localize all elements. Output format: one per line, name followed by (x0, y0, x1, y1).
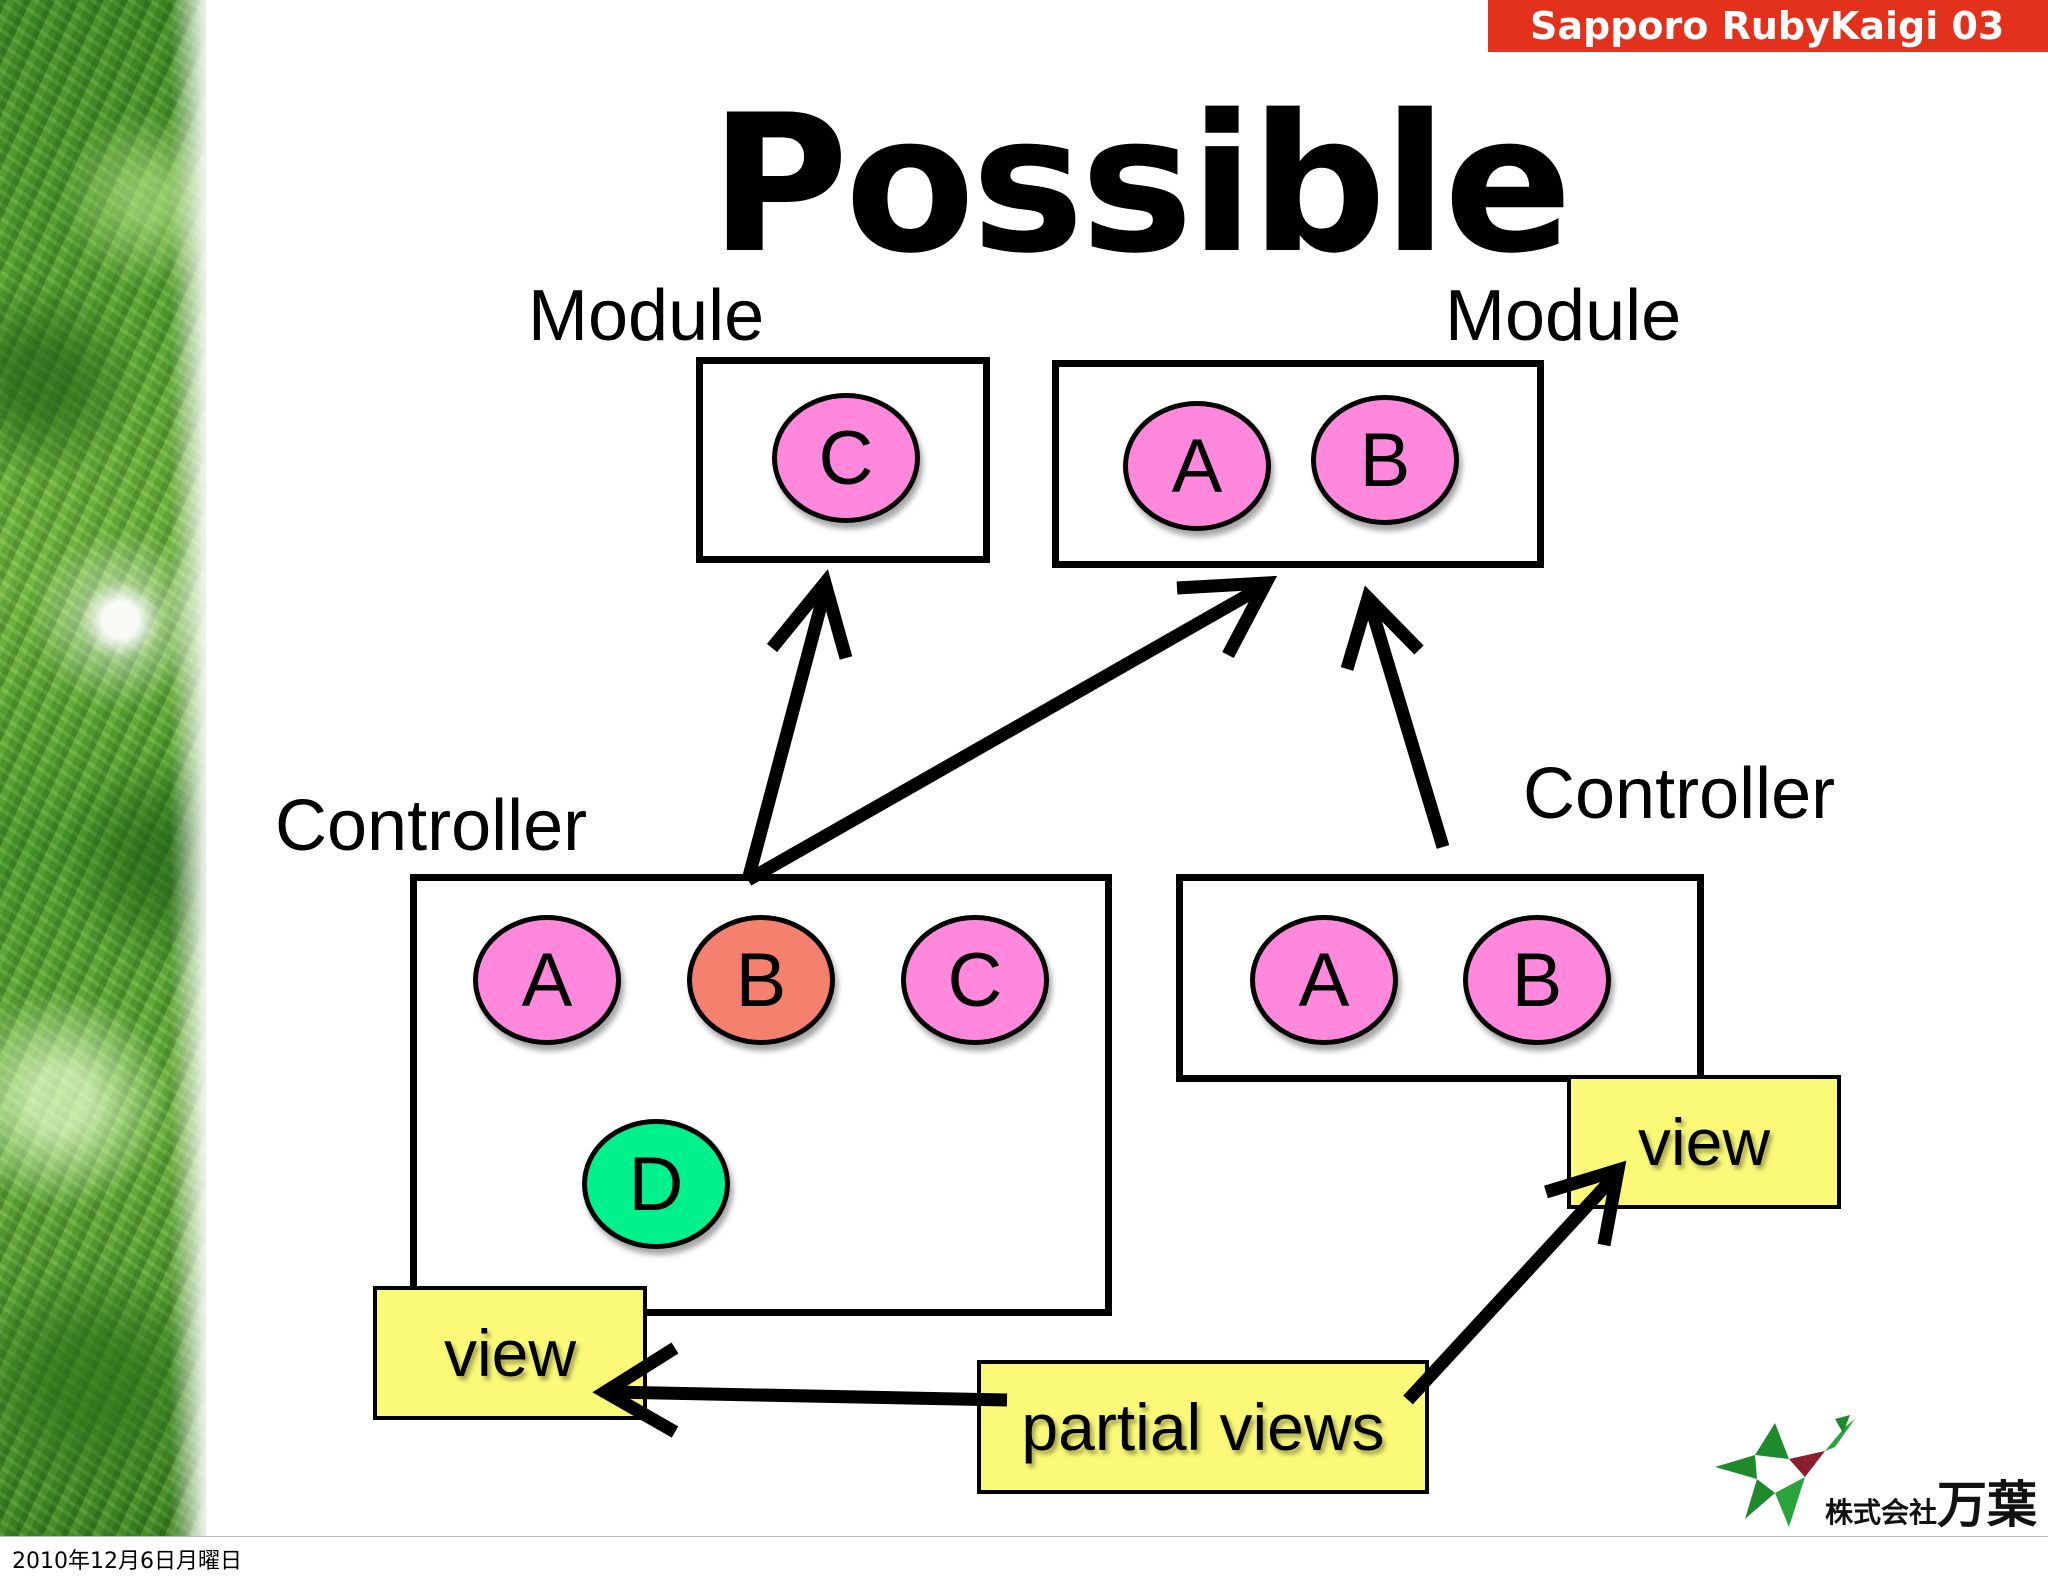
conference-badge: Sapporo RubyKaigi 03 (1488, 0, 2048, 52)
slide-title: Possible (709, 74, 1572, 295)
slide: Sapporo RubyKaigi 03 Possible Module Mod… (0, 0, 2048, 1536)
controller-left-circle-a: A (473, 915, 621, 1045)
module-left-label: Module (528, 276, 765, 356)
arrow-partial-to-view-right (1403, 1173, 1618, 1405)
module-left-circle-c: C (772, 393, 920, 523)
arrowhead-module-right-a (1176, 575, 1278, 659)
arrowhead-module-left (766, 569, 853, 660)
leaf-logo-icon (1715, 1415, 1855, 1527)
company-name: 万葉 (1937, 1476, 2038, 1534)
partial-views-box: partial views (977, 1360, 1429, 1494)
arrow-controller-right-to-module (1363, 602, 1450, 849)
controller-right-label: Controller (1523, 754, 1836, 834)
footer-date: 2010年12月6日月曜日 (12, 1549, 242, 1574)
controller-left-circle-c: C (901, 915, 1049, 1045)
view-right-box: view (1567, 1075, 1841, 1209)
controller-right-circle-b: B (1463, 915, 1611, 1045)
company-logo-text: 株式会社万葉 (1825, 1465, 2037, 1536)
arrow-partial-to-view-left (609, 1385, 1008, 1407)
forest-fade (170, 0, 230, 1536)
arrow-controller-to-module-left (741, 588, 832, 882)
module-right-label: Module (1445, 276, 1682, 356)
controller-left-label: Controller (275, 786, 588, 866)
module-right-circle-a: A (1123, 401, 1271, 531)
module-right-box (1052, 360, 1544, 568)
controller-left-circle-d: D (582, 1119, 730, 1249)
module-left-box (696, 357, 990, 563)
controller-left-circle-b: B (687, 915, 835, 1045)
footer-bar: 2010年12月6日月曜日 (0, 1536, 2048, 1576)
arrowhead-module-right-b (1340, 585, 1424, 671)
controller-right-circle-a: A (1250, 915, 1398, 1045)
arrow-controller-to-module-right (744, 581, 1266, 886)
module-right-circle-b: B (1311, 395, 1459, 525)
view-left-box: view (373, 1286, 647, 1420)
company-prefix: 株式会社 (1825, 1496, 1938, 1529)
